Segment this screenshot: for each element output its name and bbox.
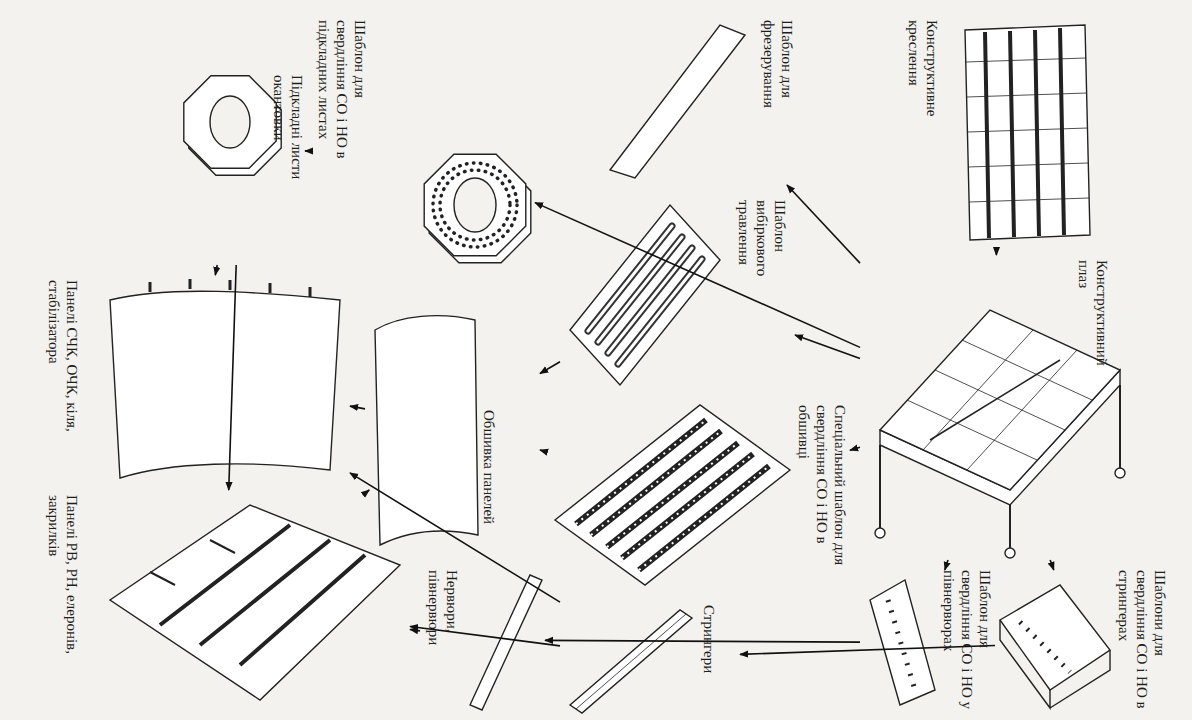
stringer-lines [985, 28, 1064, 238]
part-label: Шаблон для свердління СО і НО у півнервю… [940, 570, 994, 715]
hole-row [1020, 622, 1070, 672]
flow-arrow [350, 406, 365, 409]
channel-edge [1000, 620, 1110, 708]
flow-arrow [365, 490, 369, 493]
panel-fitting [150, 540, 235, 585]
rib-part [470, 575, 542, 710]
channel-body [1000, 585, 1110, 690]
flow-arrow [1050, 560, 1054, 570]
slot-inner [588, 226, 702, 364]
hole-row [888, 600, 915, 690]
octagon-face [424, 154, 526, 256]
milling-template [610, 25, 745, 178]
part-node: Панелі РВ, РН, елеронів, закрилків [40, 490, 410, 715]
part-label: Шаблон вибіркового травлення [735, 200, 789, 320]
half-rib-template [870, 580, 935, 705]
flow-arrow [540, 362, 560, 374]
flow-arrow [850, 447, 860, 450]
part-node: Шаблон для фрезерування [600, 15, 815, 185]
part-node: Обшивка панелей [365, 300, 540, 550]
sheet-outline [965, 25, 1090, 240]
control-surface-panel [110, 505, 400, 700]
part-label: Конструктивне креслення [905, 20, 941, 170]
part-label: Конструктивний плаз [1075, 260, 1111, 370]
flow-arrow [410, 629, 420, 630]
flow-arrow [795, 335, 860, 359]
part-node: Панелі СЧК, ОЧК, кіля, стабілізатора [40, 275, 350, 480]
panel-stiffener [150, 279, 310, 297]
stringer-body [570, 610, 692, 713]
center-hole [454, 178, 496, 232]
hole-dots [433, 163, 517, 247]
flow-arrow [229, 265, 236, 490]
hole-row [576, 420, 769, 570]
stringer-part [570, 610, 692, 713]
lining-octagon [184, 76, 281, 175]
skin-sheet [375, 316, 478, 545]
plate-outline [570, 205, 720, 385]
part-node: Нервюри, півнервюри [420, 565, 545, 715]
plaz-table [875, 310, 1125, 558]
part-node: Конструктивне креслення [900, 15, 1095, 250]
fuselage-panel [110, 279, 340, 478]
drilling-template-octagon [424, 154, 531, 263]
part-node: Шаблон вибіркового травлення [560, 195, 795, 390]
part-node: Спеціальний шаблон для свердління СО і Н… [545, 400, 850, 590]
flow-arrow [996, 250, 998, 255]
center-hole [210, 96, 250, 148]
panel-skin [110, 291, 340, 478]
table-top [880, 310, 1120, 490]
part-node: Стрингери [560, 600, 740, 715]
hole-dots [440, 170, 510, 240]
part-node: Шаблон для свердління СО і НО у півнервю… [860, 570, 985, 715]
connectors [215, 151, 1054, 654]
stringer-bar [576, 420, 769, 570]
slot [588, 226, 702, 364]
leg-knob [1115, 468, 1125, 478]
angle-body [870, 580, 935, 705]
panel-outline [555, 405, 790, 585]
part-label: Шаблон для свердління СО і НО в підкладн… [315, 20, 369, 170]
part-label: Обшивка панелей [480, 410, 498, 540]
octagon-face [184, 76, 276, 168]
part-label: Нервюри, півнервюри [425, 570, 461, 710]
leg-knob [1005, 548, 1015, 558]
flow-arrow [945, 560, 948, 570]
part-node: Підкладні листи окантовки [175, 35, 305, 265]
part-label: Підкладні листи окантовки [270, 75, 306, 225]
part-node: Конструктивний плаз [860, 255, 1130, 560]
panel-rib [160, 525, 365, 665]
stringer-template [1000, 585, 1110, 708]
flow-arrow [215, 265, 217, 275]
part-node: Шаблони для свердління СО і НО в стринге… [995, 570, 1165, 715]
part-node: Шаблон для свердління СО і НО в підкладн… [310, 15, 535, 290]
part-label: Шаблон для фрезерування [760, 20, 796, 170]
stringer-flange [576, 614, 686, 709]
flow-arrow [540, 450, 545, 451]
part-label: Панелі РВ, РН, елеронів, закрилків [45, 495, 81, 705]
part-label: Спеціальний шаблон для свердління СО і Н… [795, 405, 849, 585]
table-grid [907, 330, 1092, 470]
special-template-panel [555, 405, 790, 585]
flow-arrow [535, 203, 860, 348]
flow-arrow [305, 150, 310, 152]
flow-arrow [787, 185, 860, 263]
part-label: Шаблони для свердління СО і НО в стринге… [1115, 570, 1169, 715]
drawing-sheet [965, 25, 1090, 240]
table-line [930, 360, 1060, 440]
panel-skin [110, 505, 400, 700]
leg-knob [875, 528, 885, 538]
part-label: Панелі СЧК, ОЧК, кіля, стабілізатора [45, 280, 81, 470]
etching-template [570, 205, 720, 385]
part-label: Стрингери [700, 605, 718, 705]
